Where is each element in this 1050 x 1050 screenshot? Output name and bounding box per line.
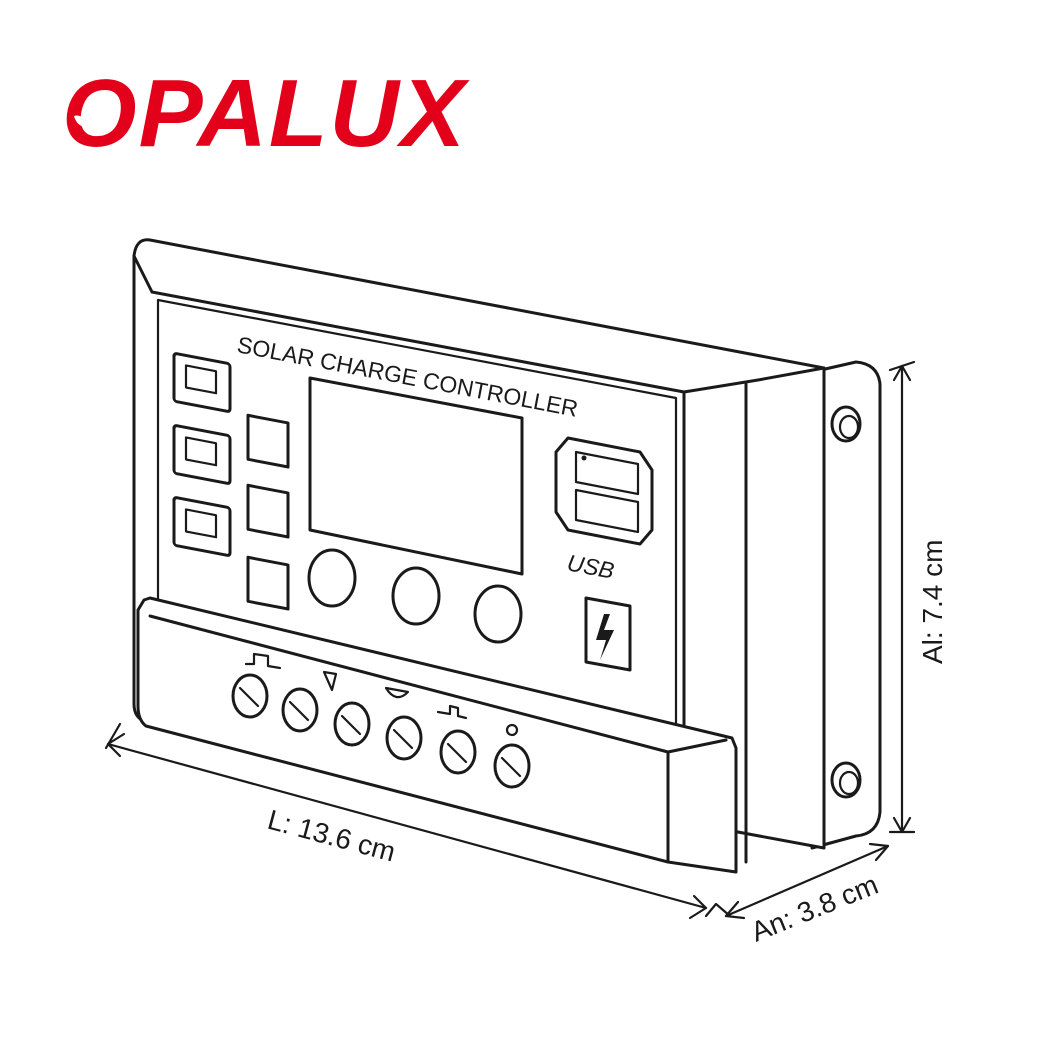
leaf-icon xyxy=(74,111,108,128)
terminal-screw xyxy=(493,743,531,789)
terminal-block xyxy=(136,596,738,874)
menu-button xyxy=(307,548,357,608)
terminal-screw xyxy=(439,729,477,775)
terminal-screw xyxy=(231,673,269,719)
length-label: L: 13.6 cm xyxy=(264,804,398,868)
terminal-screw xyxy=(333,701,371,747)
height-label: Al: 7.4 cm xyxy=(917,540,948,664)
brand-logo: OPALUX xyxy=(62,60,470,167)
up-button xyxy=(391,566,441,626)
terminal-screws xyxy=(231,673,531,789)
led-indicators xyxy=(246,413,290,611)
mounting-hole-bottom xyxy=(830,761,862,799)
dimension-length xyxy=(104,722,708,920)
dimension-width xyxy=(704,842,890,920)
down-button xyxy=(473,584,523,644)
width-label: An: 3.8 cm xyxy=(747,869,883,948)
battery-icon xyxy=(172,352,232,413)
terminal-symbols xyxy=(244,652,519,737)
mounting-flange xyxy=(810,360,882,850)
indicator-column xyxy=(172,352,232,557)
usb-port xyxy=(554,436,654,546)
battery-icon xyxy=(172,496,232,557)
terminal-screw xyxy=(385,715,423,761)
control-buttons xyxy=(307,548,523,644)
lightning-bolt-icon xyxy=(584,596,632,672)
brand-name: OPALUX xyxy=(62,60,470,167)
mounting-hole-top xyxy=(830,405,862,443)
battery-icon xyxy=(172,424,232,485)
dimension-height xyxy=(888,360,916,834)
lcd-display xyxy=(308,376,524,576)
terminal-screw xyxy=(281,687,319,733)
